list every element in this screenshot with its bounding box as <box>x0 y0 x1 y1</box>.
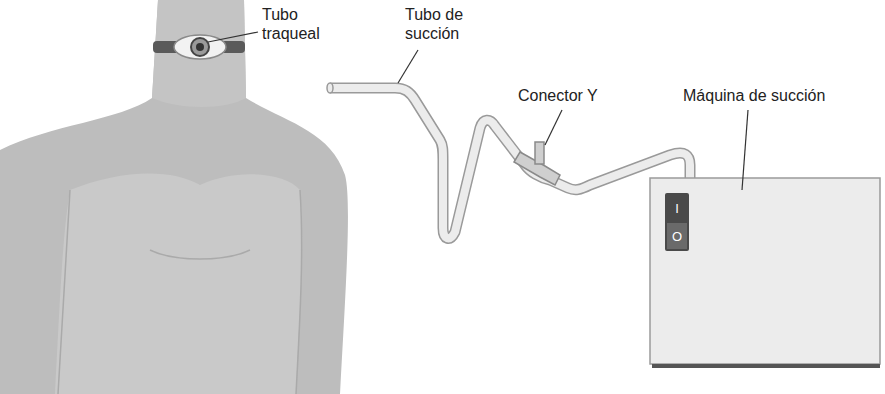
part-label: Máquina de succión <box>683 86 873 105</box>
neck-shade <box>152 0 246 107</box>
part-label: Tubo de succión <box>405 5 485 43</box>
body <box>0 0 348 394</box>
suction-machine <box>650 178 880 364</box>
switch-symbol: O <box>666 230 688 243</box>
trach-opening <box>196 43 204 51</box>
trach-plate <box>174 35 226 59</box>
suction-tube-outline <box>330 88 690 238</box>
crease <box>58 190 302 394</box>
switch-lower <box>667 223 687 249</box>
trach-tube <box>191 38 209 56</box>
suction-tube <box>331 88 690 238</box>
machine-base <box>652 364 880 368</box>
torso <box>55 174 302 394</box>
y-port <box>535 142 544 164</box>
leader-line <box>545 110 562 145</box>
leader-line <box>398 50 418 83</box>
switch <box>665 193 689 251</box>
part-label: Conector Y <box>518 86 628 105</box>
leader-line <box>742 110 748 190</box>
switch-symbol: I <box>666 202 688 215</box>
tube-end <box>327 83 333 93</box>
part-label: Tubo traqueal <box>262 5 342 43</box>
leader-line <box>208 32 258 42</box>
